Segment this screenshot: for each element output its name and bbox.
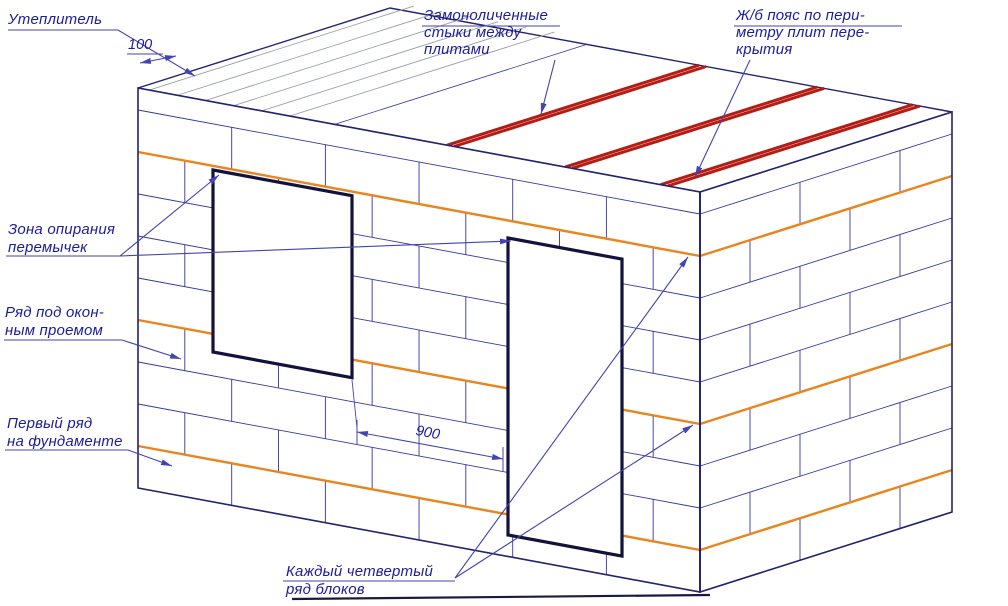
label-row-under-window: Ряд под окон- ным проемом <box>5 304 108 339</box>
label-insulation: Утеплитель <box>7 11 102 28</box>
wall-outline-edges <box>137 87 953 594</box>
window-opening-left <box>211 168 354 380</box>
dimension-lines <box>127 53 504 471</box>
right-wall-face <box>699 111 953 593</box>
window-opening-right <box>506 236 624 559</box>
label-every-fourth-row: Каждый четвертый ряд блоков <box>285 563 437 598</box>
leader-lines <box>4 25 902 582</box>
dimension-100-text: 100 <box>128 37 152 53</box>
label-first-row-on-foundation: Первый ряд на фундаменте <box>7 415 123 450</box>
label-slab-joints: Замоноличенные стыки между плитами <box>424 7 552 58</box>
label-rc-belt: Ж/б пояс по пери- метру плит пере- крыти… <box>735 7 874 58</box>
labels: Утеплитель 100 Замоноличенные стыки межд… <box>5 7 874 598</box>
foundation-ground-line <box>291 593 711 601</box>
dimension-900-text: 900 <box>414 423 441 443</box>
label-lintel-bearing-zone: Зона опирания перемычек <box>8 221 120 256</box>
